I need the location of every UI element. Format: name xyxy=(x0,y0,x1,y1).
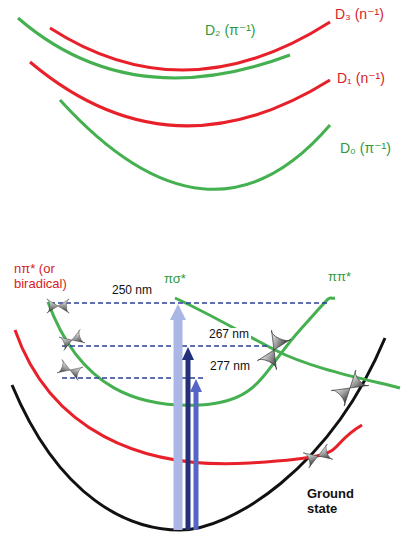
excitation-arrow-267 xyxy=(186,358,191,530)
ground-state-curve xyxy=(12,338,385,530)
conical-intersection xyxy=(257,330,290,369)
conical-intersection xyxy=(303,444,333,468)
wavelength-label: 250 nm xyxy=(110,284,154,298)
state-label: Ground state xyxy=(305,487,361,517)
wavelength-label: 277 nm xyxy=(208,360,252,374)
arrowhead-250 xyxy=(170,304,186,320)
conical-intersection xyxy=(57,360,83,381)
arrowhead-267 xyxy=(182,347,194,360)
conical-intersection xyxy=(59,330,85,351)
pi-sigma-star-curve xyxy=(175,298,400,388)
state-label: πσ* xyxy=(162,272,188,287)
state-label: nπ* (or biradical) xyxy=(12,262,94,292)
wavelength-label: 267 nm xyxy=(207,328,251,342)
d2-curve xyxy=(18,18,290,78)
pi-pi-star-curve xyxy=(48,298,335,405)
ion-state-label: D₂ (π⁻¹) xyxy=(203,22,257,38)
excitation-arrow-277 xyxy=(194,390,199,530)
d0-curve xyxy=(60,100,330,189)
excitation-arrow-250 xyxy=(174,318,183,530)
arrowhead-277 xyxy=(190,379,202,392)
ion-state-label: D₃ (n⁻¹) xyxy=(333,6,386,22)
level-250 xyxy=(50,302,330,303)
state-label: ππ* xyxy=(326,270,353,285)
conical-intersection xyxy=(331,370,368,406)
ion-state-label: D₁ (n⁻¹) xyxy=(335,70,387,86)
conical-intersection xyxy=(47,299,69,313)
level-267 xyxy=(62,345,268,346)
ion-state-label: D₀ (π⁻¹) xyxy=(338,140,393,156)
level-277 xyxy=(62,377,205,378)
